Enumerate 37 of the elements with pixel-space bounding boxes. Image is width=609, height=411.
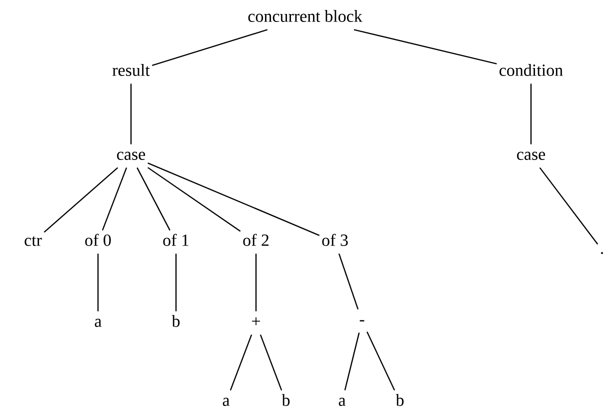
tree-branch [148,162,320,236]
tree-node-label: case [117,152,146,160]
tree-node-label: . [601,252,604,254]
tree-branch [130,84,132,144]
tree-node-label: of 2 [243,234,269,246]
tree-branch [230,334,252,390]
tree-branch [136,167,170,231]
tree-node-label: ctr [24,236,42,246]
tree-node-label: b [172,315,180,327]
tree-node-label: condition [500,64,563,76]
tree-node-label: of 1 [163,234,188,246]
tree-branch [148,167,241,232]
tree-node-label: + [252,317,260,326]
tree-branch [102,167,128,230]
tree-branch [366,331,396,391]
tree-branch [175,254,177,312]
tree-node-label: a [94,318,102,327]
tree-branch [255,254,257,312]
tree-node-label: a [338,398,346,406]
tree-node-label: of 3 [322,234,348,246]
tree-node-label: a [222,398,230,406]
tree-branch [260,334,282,390]
tree-branch [97,254,99,312]
tree-branch [44,167,118,233]
tree-branch [338,254,359,310]
tree-node-label: case [517,152,546,160]
tree-branch [354,29,497,64]
tree-node-label: b [282,394,290,406]
tree-branch [530,84,532,144]
tree-branch [152,29,268,66]
tree-node-label: concurrent block [248,10,362,22]
tree-branch [344,332,360,390]
tree-node-label: b [396,394,404,406]
tree-branch [539,167,598,245]
tree-node-label: result [112,64,150,76]
tree-node-label: of 0 [85,234,111,246]
tree-node-label: - [360,320,364,322]
